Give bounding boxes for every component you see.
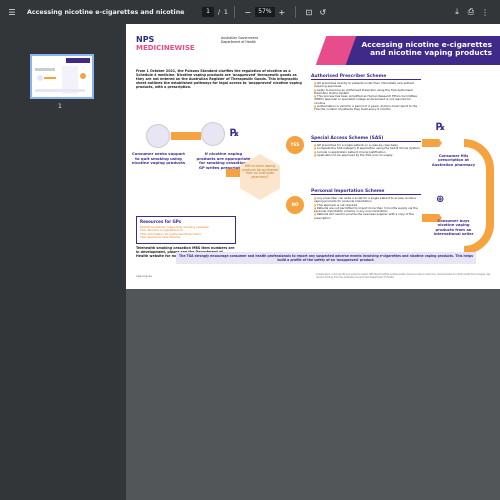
gp-writes-label: If nicotine vaping products are appropri… (196, 151, 251, 170)
toolbar-divider (233, 6, 235, 18)
ap-bullet: GP prescribes directly to patients under… (311, 81, 421, 89)
resource-link[interactable]: TGA: Information for Authorised Prescrib… (140, 231, 201, 236)
flow-arrow (422, 139, 442, 147)
resource-link[interactable]: TGA: Special Access Scheme (140, 235, 181, 240)
no-badge: NO (286, 196, 304, 214)
outcome-arrow (464, 139, 494, 254)
download-icon[interactable]: ⤓ (455, 7, 459, 16)
gp-icon (201, 122, 225, 146)
title-banner: Accessing nicotine e-cigarettes and nico… (315, 36, 500, 65)
page-thumbnail[interactable] (30, 54, 94, 99)
thumbnail-sidebar: 1 (0, 24, 126, 500)
intro-paragraph: From 1 October 2021, the Poisons Standar… (136, 69, 302, 90)
resource-link[interactable]: RACGP Guidelines: Supporting smoking ces… (140, 224, 210, 229)
flow-arrow (422, 214, 442, 222)
pis-bullet: Any prescriber can write a script for a … (311, 196, 421, 204)
pharmacy-outcome: Consumer fills prescription at Australia… (431, 154, 476, 167)
rotate-icon[interactable]: ↺ (319, 7, 327, 17)
decision-question: Will nicotine vaping products be purchas… (242, 164, 278, 180)
page-total: 1 (224, 8, 228, 16)
pis-bullet: TGA approval is not required (311, 203, 421, 207)
fit-page-icon[interactable]: ⊡ (305, 7, 313, 17)
ap-bullet: Apply to become an Authorised Prescriber… (311, 88, 421, 96)
sas-bullet: Include in application patient clinical … (311, 150, 421, 154)
zoom-input[interactable]: 57% (254, 7, 275, 17)
tga-notice-band: The TGA strongly encourage consumer and … (176, 252, 476, 264)
document-title: Accessing nicotine e-cigarettes and nico… (27, 8, 187, 16)
footer-url: nps.org.au (136, 274, 152, 278)
special-access-scheme-section: Special Access Scheme (SAS) GP prescribe… (311, 136, 421, 157)
ap-bullet: This process has been simplified as Huma… (311, 95, 421, 105)
australian-government-logo: Australian Government Department of Heal… (221, 36, 259, 44)
pis-bullet: Patients will need to provide the overse… (311, 213, 421, 220)
pharmacy-rx-icon: ℞ (436, 122, 445, 133)
pis-bullet: Patients are not permitted to import mor… (311, 206, 421, 214)
rx-icon: ℞ (230, 128, 239, 139)
authorised-prescriber-section: Authorised Prescriber Scheme GP prescrib… (311, 74, 421, 112)
zoom-in-icon[interactable]: + (278, 7, 286, 17)
globe-icon: ⊕ (436, 194, 445, 205)
nps-medicinewise-logo: NPS MEDICINEWISE (136, 35, 195, 53)
consumer-seeks-label: Consumer seeks support to quit smoking u… (131, 151, 186, 166)
zoom-out-icon[interactable]: − (244, 7, 252, 17)
resource-link[interactable]: TGA: Nicotine e-cigarettes hub (140, 228, 183, 233)
toolbar-divider (294, 6, 296, 18)
flow-arrow (171, 132, 201, 140)
resources-box: Resources for GPs RACGP Guidelines: Supp… (136, 216, 236, 244)
overseas-outcome: Consumer buys nicotine vaping products f… (433, 219, 474, 236)
consumer-icon (146, 124, 170, 148)
sas-bullet: GP prescribes for a single patient on a … (311, 143, 421, 147)
personal-importation-section: Personal Importation Scheme Any prescrib… (311, 189, 421, 220)
pdf-toolbar: ☰ Accessing nicotine e-cigarettes and ni… (0, 0, 500, 24)
sas-bullet: Complete the SAS Category B application … (311, 146, 421, 150)
yes-badge: YES (286, 136, 304, 154)
document-page: NPS MEDICINEWISE Australian Government D… (126, 24, 500, 289)
sas-bullet: Application to be approved by the TGA pr… (311, 153, 421, 157)
menu-icon[interactable]: ☰ (8, 7, 16, 17)
footer-disclaimer: Independent, not-for-profit and evidence… (316, 273, 490, 279)
page-separator: / (218, 8, 221, 16)
print-icon[interactable]: ⎙ (467, 7, 475, 16)
page-number-input[interactable]: 1 (202, 7, 214, 17)
thumbnail-page-label: 1 (58, 103, 62, 110)
more-icon[interactable]: ⋮ (481, 7, 489, 17)
ap-bullet: Authorisation is valid for a period of 2… (311, 105, 421, 112)
flow-arrow (226, 169, 241, 177)
